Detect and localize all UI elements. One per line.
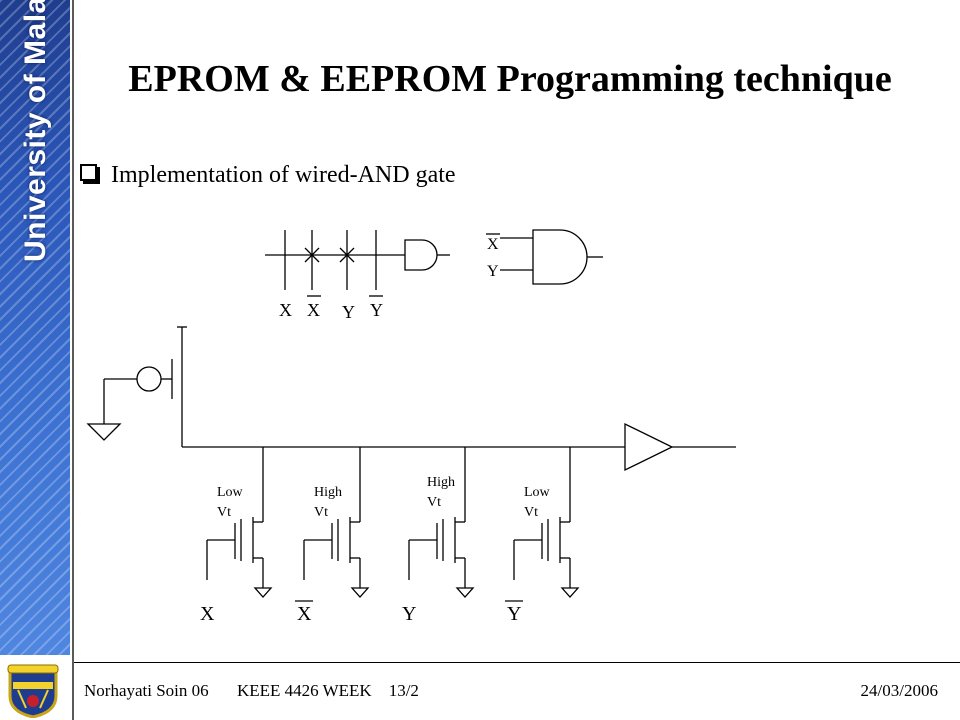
footer-divider (74, 662, 960, 663)
input-label: X (200, 603, 215, 625)
top-input-label-1: X (279, 300, 292, 320)
circuit-group (86, 326, 736, 472)
top-input-label-4: Y (370, 300, 383, 320)
gate-input-label-1: X (487, 236, 499, 253)
threshold-label: Low (524, 485, 551, 500)
top-labels: X X Y Y X Y (279, 236, 499, 322)
threshold-label-unit: Vt (314, 505, 328, 520)
sidebar-texture (0, 0, 70, 655)
ground-triangle-left (86, 423, 122, 441)
university-crest-icon (7, 664, 59, 718)
threshold-label: High (314, 485, 342, 500)
ground-triangle (350, 587, 370, 598)
input-label: Y (402, 603, 416, 625)
sidebar-divider (72, 0, 74, 720)
footer-course: KEEE 4426 WEEK 13/2 (237, 681, 419, 700)
top-input-label-3: Y (342, 302, 355, 322)
gate-input-label-2: Y (487, 263, 499, 280)
top-input-label-2: X (307, 300, 320, 320)
output-buffer (624, 422, 674, 472)
square-bullet-icon (80, 164, 97, 181)
big-and-gate (532, 229, 588, 285)
input-label: X (297, 603, 312, 625)
bullet-item: Implementation of wired-AND gate (80, 160, 456, 190)
threshold-label-unit: Vt (427, 495, 441, 510)
threshold-label-unit: Vt (524, 505, 538, 520)
small-and-gate (404, 239, 438, 271)
ground-triangle (455, 587, 475, 598)
pmos-bubble (136, 366, 162, 392)
ground-triangle (253, 587, 273, 598)
slide-title: EPROM & EEPROM Programming technique (128, 58, 892, 100)
threshold-label: Low (217, 485, 244, 500)
footer-author: Norhayati Soin 06 (84, 681, 209, 700)
top-cross-2 (339, 247, 355, 263)
threshold-label-unit: Vt (217, 505, 231, 520)
top-logic-group (265, 229, 603, 297)
sidebar-banner: University of Malaya (0, 0, 70, 655)
footer-date: 24/03/2006 (860, 681, 938, 700)
threshold-label: High (427, 475, 455, 490)
bullet-text: Implementation of wired-AND gate (111, 162, 456, 188)
input-label: Y (507, 603, 521, 625)
ground-triangle (560, 587, 580, 598)
top-cross-1 (304, 247, 320, 263)
